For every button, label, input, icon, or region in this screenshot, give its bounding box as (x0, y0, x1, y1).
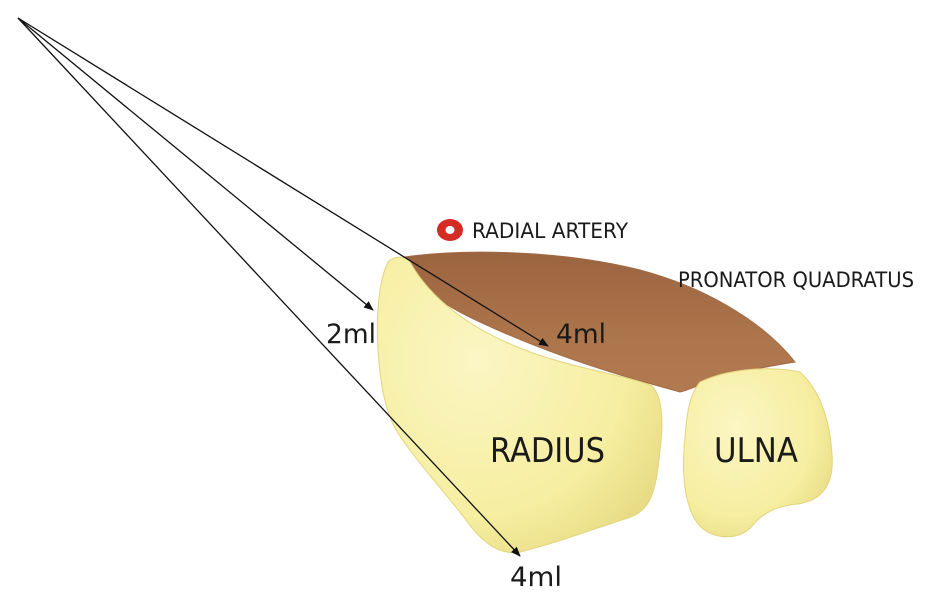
dose-middle-label: 2ml (326, 319, 376, 350)
pronator-quadratus-label: PRONATOR QUADRATUS (678, 268, 914, 292)
dose-top-label: 4ml (556, 319, 606, 350)
trajectory-arrow-top (18, 18, 548, 346)
ulna-label: ULNA (714, 431, 798, 471)
artery-ring-icon (437, 219, 463, 241)
trajectory-arrow-middle (18, 18, 373, 310)
radius-label: RADIUS (490, 431, 605, 471)
radial-artery-label: RADIAL ARTERY (472, 219, 628, 243)
dose-bottom-label: 4ml (510, 562, 562, 592)
